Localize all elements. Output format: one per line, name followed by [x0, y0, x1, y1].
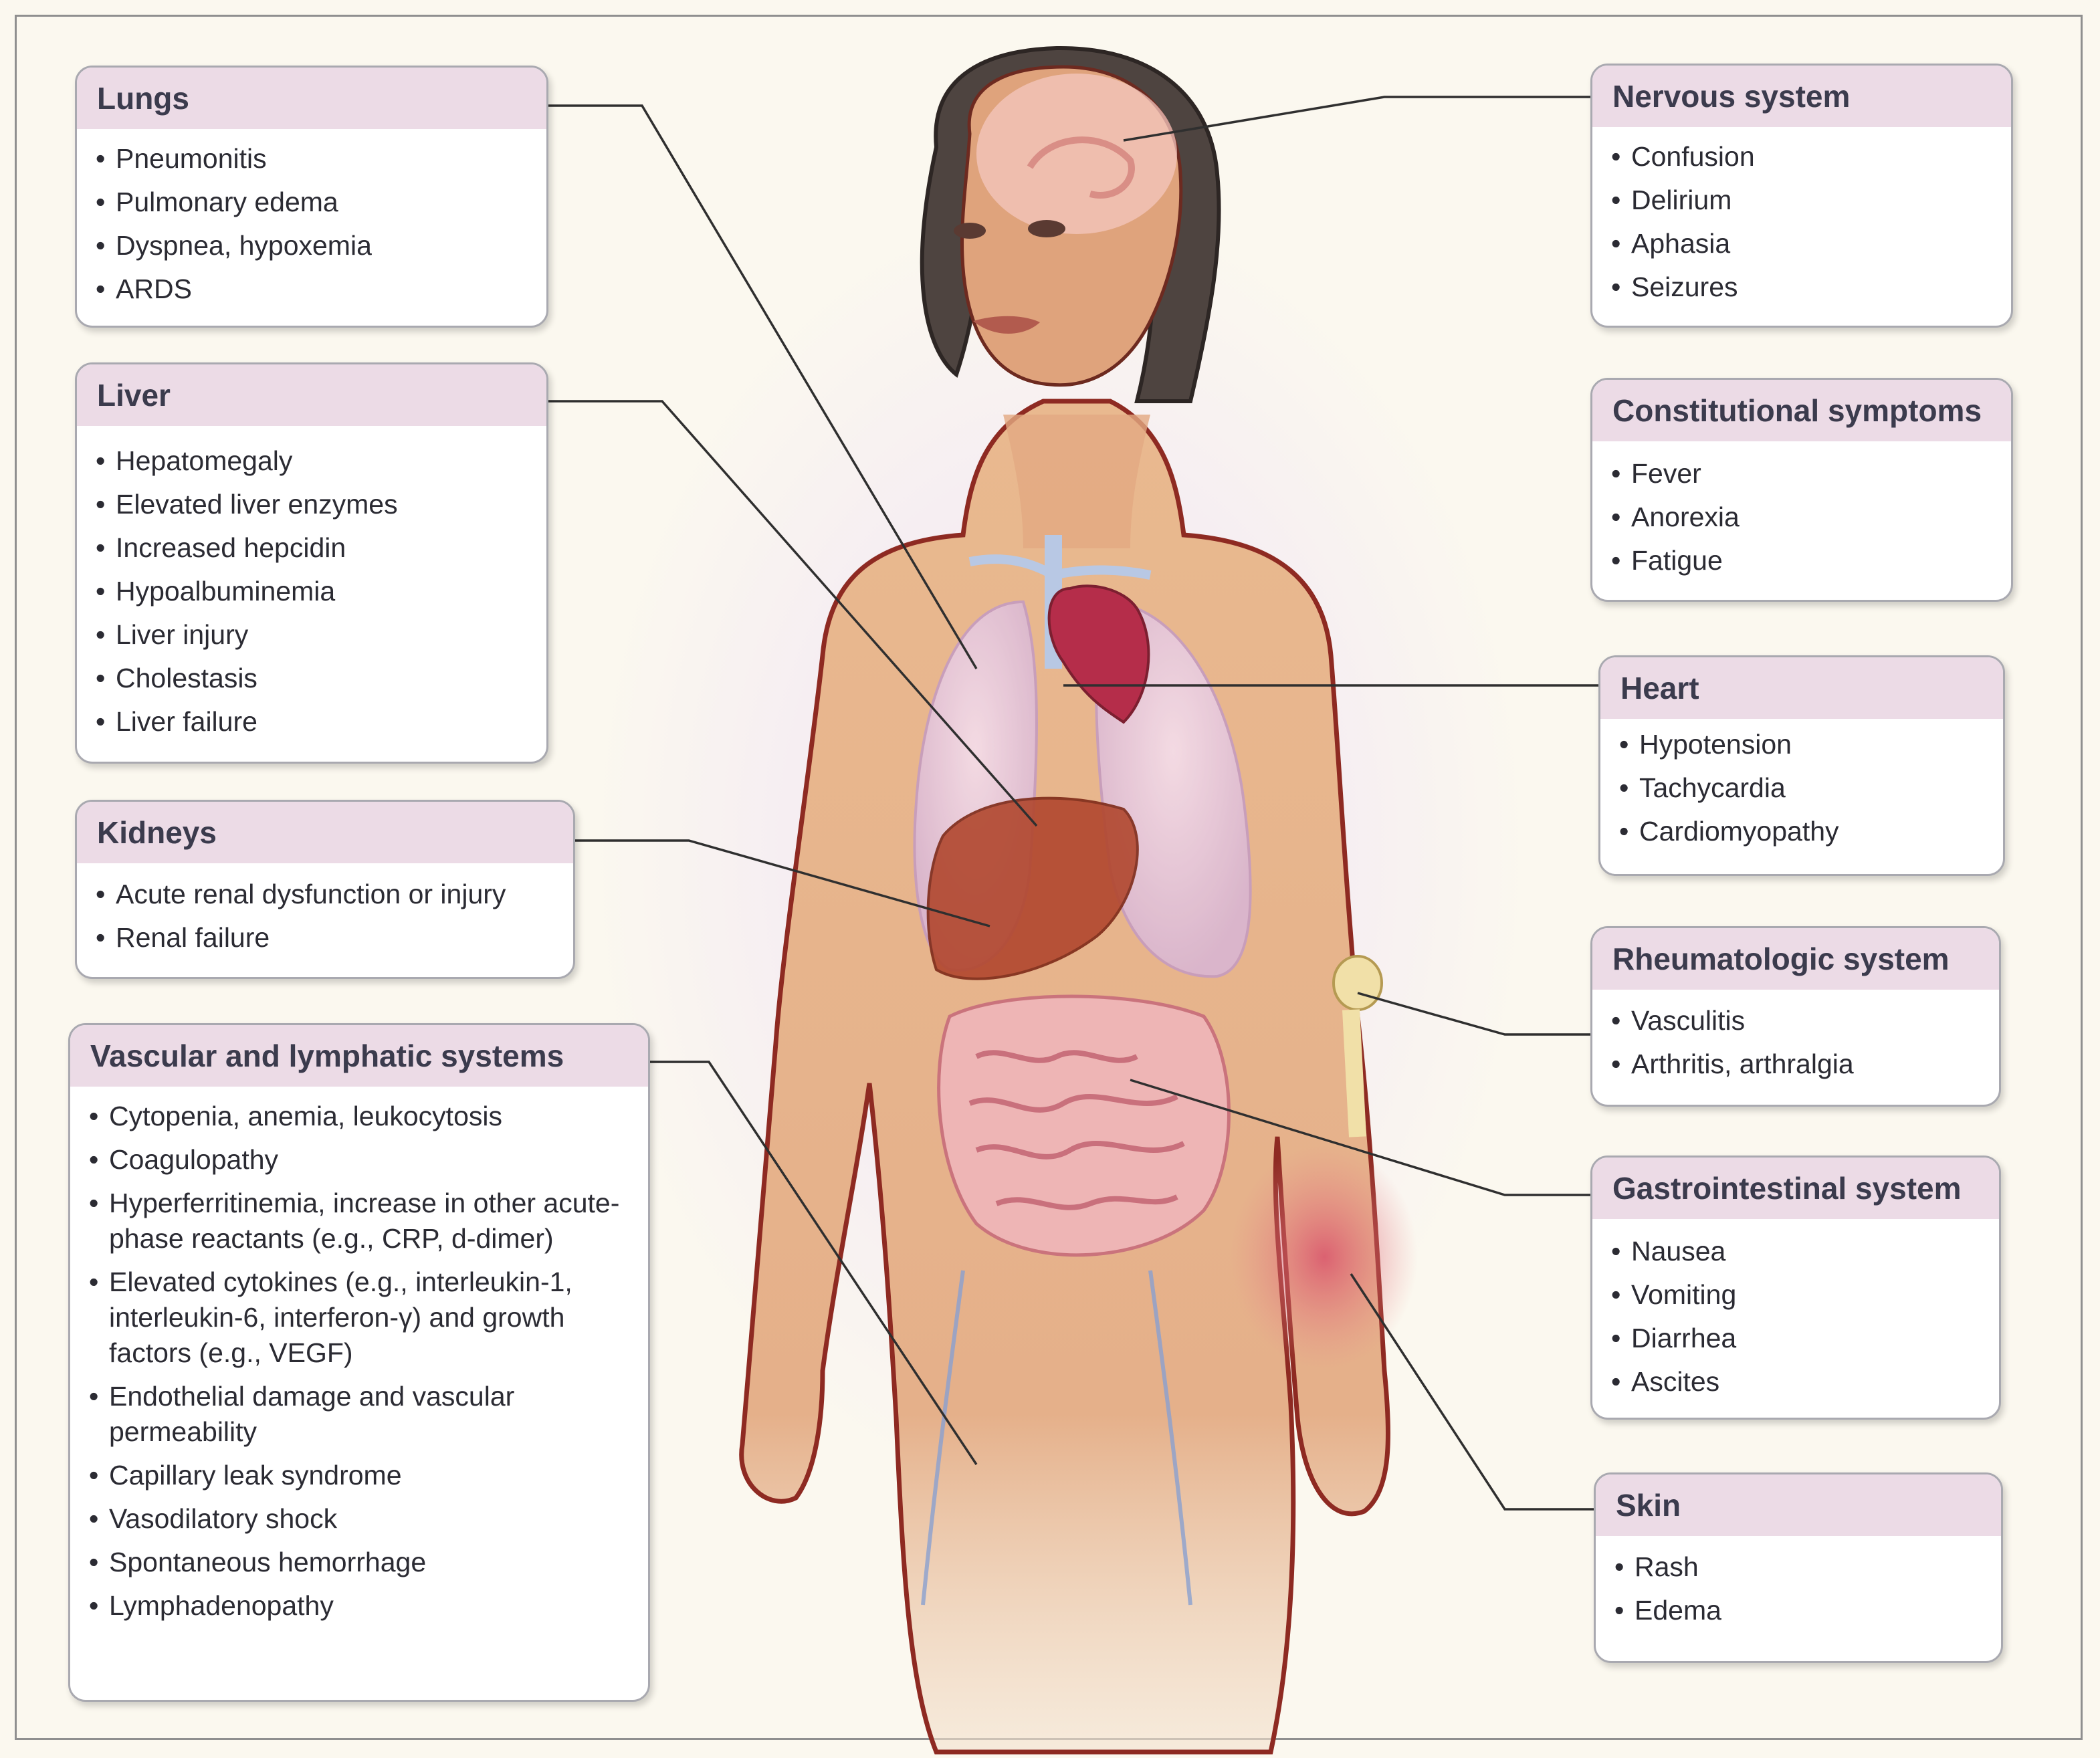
- leader-skin: [1350, 1273, 1594, 1511]
- liver-title: Liver: [77, 364, 546, 426]
- kidneys-list: Acute renal dysfunction or injury Renal …: [77, 863, 573, 956]
- rheumatologic-box: Rheumatologic system Vasculitis Arthriti…: [1590, 926, 2001, 1107]
- leader-lungs: [548, 104, 978, 669]
- constitutional-box: Constitutional symptoms Fever Anorexia F…: [1590, 378, 2013, 602]
- list-item: Liver injury: [96, 617, 526, 653]
- vascular-list: Cytopenia, anemia, leukocytosis Coagulop…: [70, 1087, 648, 1624]
- list-item: Acute renal dysfunction or injury: [96, 877, 553, 912]
- nervous-box: Nervous system Confusion Delirium Aphasi…: [1590, 64, 2013, 328]
- liver-list: Hepatomegaly Elevated liver enzymes Incr…: [77, 426, 546, 740]
- list-item: Confusion: [1611, 139, 1991, 175]
- leader-lines: [548, 96, 1598, 1511]
- skin-title: Skin: [1596, 1474, 2001, 1536]
- list-item: Elevated liver enzymes: [96, 487, 526, 522]
- gastrointestinal-box: Gastrointestinal system Nausea Vomiting …: [1590, 1156, 2001, 1420]
- nervous-list: Confusion Delirium Aphasia Seizures: [1592, 127, 2011, 305]
- list-item: Delirium: [1611, 183, 1991, 218]
- constitutional-title: Constitutional symptoms: [1592, 380, 2011, 441]
- organs: [913, 535, 1418, 1606]
- list-item: Arthritis, arthralgia: [1611, 1047, 1979, 1082]
- list-item: Lymphadenopathy: [89, 1588, 628, 1624]
- list-item: Pulmonary edema: [96, 185, 526, 220]
- lungs-box: Lungs Pneumonitis Pulmonary edema Dyspne…: [75, 66, 548, 328]
- list-item: Seizures: [1611, 269, 1991, 305]
- list-item: Cytopenia, anemia, leukocytosis: [89, 1099, 628, 1134]
- list-item: Spontaneous hemorrhage: [89, 1545, 628, 1580]
- list-item: Hypotension: [1619, 727, 1983, 762]
- list-item: Diarrhea: [1611, 1321, 1979, 1356]
- list-item: Fatigue: [1611, 543, 1991, 578]
- heart-box: Heart Hypotension Tachycardia Cardiomyop…: [1598, 655, 2005, 876]
- list-item: Pneumonitis: [96, 141, 526, 177]
- leader-vascular: [650, 1061, 978, 1465]
- vascular-box: Vascular and lymphatic systems Cytopenia…: [68, 1023, 650, 1702]
- list-item: Coagulopathy: [89, 1142, 628, 1178]
- lungs-list: Pneumonitis Pulmonary edema Dyspnea, hyp…: [77, 129, 546, 307]
- lungs-title: Lungs: [77, 68, 546, 129]
- list-item: Nausea: [1611, 1234, 1979, 1269]
- list-item: Renal failure: [96, 920, 553, 956]
- list-item: Anorexia: [1611, 500, 1991, 535]
- heart-title: Heart: [1600, 657, 2003, 719]
- head: [920, 45, 1221, 403]
- leader-kidneys: [575, 839, 990, 927]
- list-item: Cholestasis: [96, 661, 526, 696]
- list-item: Aphasia: [1611, 226, 1991, 261]
- list-item: Hyperferritinemia, increase in other acu…: [89, 1186, 628, 1256]
- list-item: ARDS: [96, 271, 526, 307]
- list-item: Vomiting: [1611, 1277, 1979, 1313]
- list-item: Capillary leak syndrome: [89, 1458, 628, 1493]
- rheumatologic-title: Rheumatologic system: [1592, 928, 1999, 990]
- kidneys-title: Kidneys: [77, 802, 573, 863]
- kidneys-box: Kidneys Acute renal dysfunction or injur…: [75, 800, 575, 979]
- nervous-title: Nervous system: [1592, 66, 2011, 127]
- list-item: Hypoalbuminemia: [96, 574, 526, 609]
- heart-list: Hypotension Tachycardia Cardiomyopathy: [1600, 719, 2003, 849]
- list-item: Endothelial damage and vascular permeabi…: [89, 1379, 628, 1450]
- list-item: Rash: [1614, 1549, 1981, 1585]
- list-item: Cardiomyopathy: [1619, 814, 1983, 849]
- list-item: Vasodilatory shock: [89, 1501, 628, 1537]
- list-item: Hepatomegaly: [96, 443, 526, 479]
- list-item: Ascites: [1611, 1364, 1979, 1400]
- list-item: Liver failure: [96, 704, 526, 740]
- leader-gastrointestinal: [1130, 1079, 1590, 1196]
- list-item: Fever: [1611, 456, 1991, 491]
- gastrointestinal-list: Nausea Vomiting Diarrhea Ascites: [1592, 1219, 1999, 1400]
- leader-nervous: [1123, 96, 1590, 142]
- liver-box: Liver Hepatomegaly Elevated liver enzyme…: [75, 362, 548, 764]
- leader-rheumatologic: [1357, 992, 1590, 1036]
- skin-box: Skin Rash Edema: [1594, 1472, 2003, 1663]
- list-item: Edema: [1614, 1593, 1981, 1628]
- list-item: Elevated cytokines (e.g., interleukin-1,…: [89, 1265, 628, 1371]
- vascular-title: Vascular and lymphatic systems: [70, 1025, 648, 1087]
- leader-liver: [548, 400, 1038, 827]
- skin-list: Rash Edema: [1596, 1536, 2001, 1628]
- list-item: Increased hepcidin: [96, 530, 526, 566]
- rheumatologic-list: Vasculitis Arthritis, arthralgia: [1592, 990, 1999, 1082]
- list-item: Tachycardia: [1619, 770, 1983, 806]
- gastrointestinal-title: Gastrointestinal system: [1592, 1158, 1999, 1219]
- constitutional-list: Fever Anorexia Fatigue: [1592, 441, 2011, 578]
- list-item: Vasculitis: [1611, 1003, 1979, 1038]
- list-item: Dyspnea, hypoxemia: [96, 228, 526, 263]
